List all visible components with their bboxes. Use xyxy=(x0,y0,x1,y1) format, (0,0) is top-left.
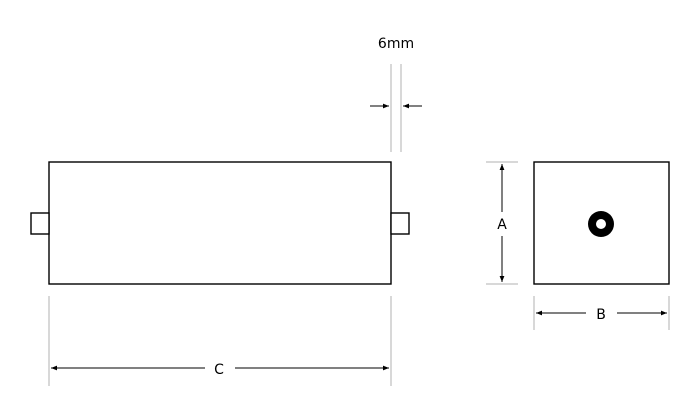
end-view xyxy=(533,161,670,285)
height-label: A xyxy=(497,217,507,233)
thickness-dimension: 6mm xyxy=(370,36,422,152)
height-dimension: A xyxy=(486,161,518,285)
length-dimension: C xyxy=(48,296,392,386)
side-view xyxy=(30,161,410,285)
width-label: B xyxy=(596,307,606,323)
left-terminal xyxy=(30,212,50,235)
terminal-hole-center xyxy=(596,219,606,229)
thickness-label: 6mm xyxy=(378,36,414,52)
right-terminal xyxy=(390,212,410,235)
side-body xyxy=(48,161,392,285)
length-label: C xyxy=(214,362,224,378)
width-dimension: B xyxy=(533,296,670,330)
